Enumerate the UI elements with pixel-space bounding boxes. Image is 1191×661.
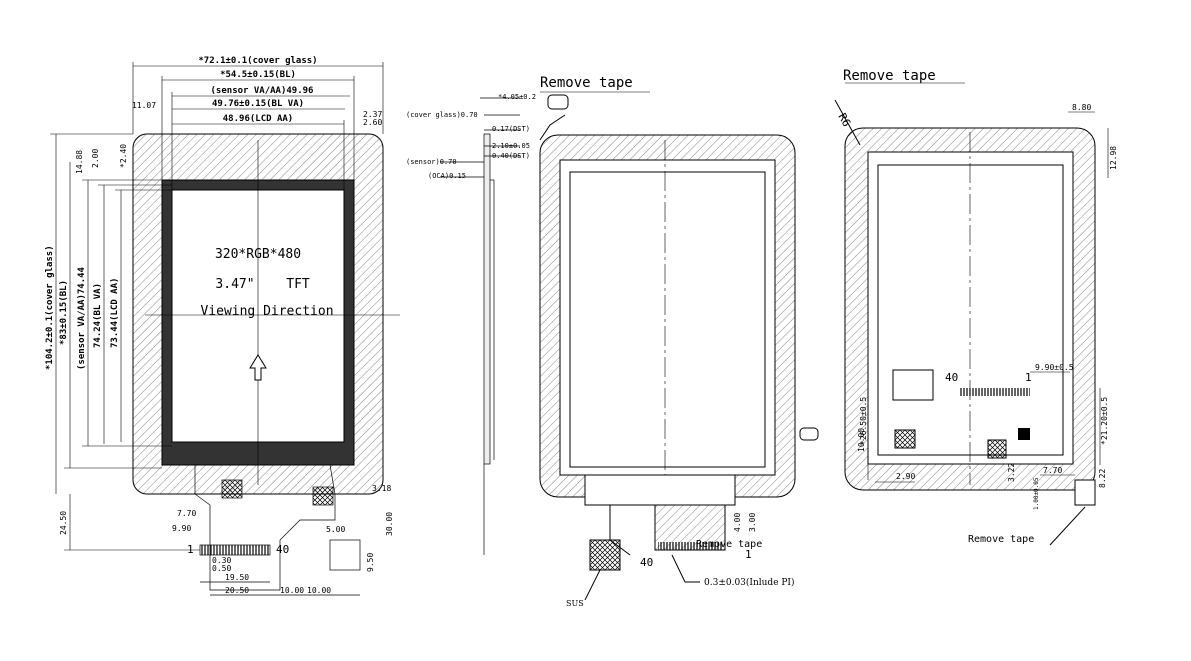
front-view: 320*RGB*480 3.47" TFT Viewing Direction …	[45, 56, 400, 596]
back2-dim-9-90: 9.90±0.5	[1035, 363, 1074, 372]
back2-dim-21-20: *21.20±0.5	[1100, 397, 1109, 445]
r6-label: R6	[835, 111, 853, 129]
back2-dim-10-00: 10.00	[857, 428, 866, 452]
remove-tape-label-1: Remove tape	[540, 75, 633, 91]
side-view: *4.05±0.2 (cover glass)0.70 0.17(DST) 2.…	[406, 93, 536, 555]
back-view-2: Remove tape R6 8.80 12.98 40 1 9.90±0.5 …	[834, 68, 1118, 546]
dim-30-00: 30.00	[385, 512, 394, 536]
back2-pin-1: 1	[1025, 371, 1032, 384]
remove-tape-bottom: Remove tape	[968, 534, 1034, 545]
dim-3-18: 3.18	[372, 484, 391, 493]
side-oca: (OCA)0.15	[428, 172, 466, 180]
remove-tape-top: Remove tape	[843, 68, 936, 84]
dim-9-50: 9.50	[366, 553, 375, 572]
width-lcd-aa: 48.96(LCD AA)	[223, 114, 293, 124]
dim-10-00-b: 10.00	[307, 586, 331, 595]
side-sensor: (sensor)0.70	[406, 158, 457, 166]
back-view-1: Remove tape Remove tape 4.00 3.00 1 40 0…	[539, 75, 819, 608]
tape-tab-1	[539, 114, 566, 141]
right-offset-1: 2.37	[363, 110, 382, 119]
back2-dim-26-50: *26.50±0.5	[859, 397, 868, 445]
resolution-label: 320*RGB*480	[215, 247, 301, 262]
dim-20-50: 20.50	[225, 586, 249, 595]
right-offset-2: 2.60	[363, 118, 382, 127]
viewing-direction-label: Viewing Direction	[200, 304, 333, 319]
width-bl: *54.5±0.15(BL)	[220, 70, 296, 80]
width-cover-glass: *72.1±0.1(cover glass)	[198, 56, 317, 66]
top-offset-2: 2.00	[91, 149, 100, 168]
height-bl-va: 74.24(BL VA)	[93, 283, 103, 348]
side-cover-glass: (cover glass)0.70	[406, 111, 478, 119]
type-label: TFT	[286, 277, 310, 292]
dim-24-50: 24.50	[59, 511, 68, 535]
side-dst2: 0.40(DST)	[492, 152, 530, 160]
dim-10-00-a: 10.00	[280, 586, 304, 595]
side-total: *4.05±0.2	[498, 93, 536, 101]
front-pin-40: 40	[276, 543, 289, 556]
height-lcd-aa: 73.44(LCD AA)	[110, 278, 120, 348]
back1-pin-1: 1	[745, 548, 752, 561]
dim-7-70: 7.70	[177, 509, 196, 518]
back2-dim-2-90: 2.90	[896, 472, 915, 481]
hand-icon-1	[547, 94, 569, 110]
front-pin-1: 1	[187, 543, 194, 556]
back1-dim-3-00: 3.00	[748, 513, 757, 532]
sus-label: SUS	[566, 599, 584, 608]
back2-dim-3-22: 3.22	[1007, 463, 1016, 482]
back1-pin-40: 40	[640, 556, 653, 569]
back2-dim-1-00: 1.00±0.05	[1033, 477, 1040, 510]
pi-note: 0.3±0.03(Inlude PI)	[704, 577, 795, 588]
dim-19-50: 19.50	[225, 573, 249, 582]
height-bl: *83±0.15(BL)	[59, 280, 69, 345]
height-cover-glass: *104.2±0.1(cover glass)	[45, 245, 55, 370]
dim-0-50: 0.50	[212, 564, 231, 573]
viewing-direction-arrow-icon	[249, 354, 267, 381]
back2-dim-12-98: 12.98	[1109, 146, 1118, 170]
dim-9-90: 9.90	[172, 524, 191, 533]
left-offset: 11.07	[132, 101, 156, 110]
side-dst1: 0.17(DST)	[492, 125, 530, 133]
top-offset-3: *2.40	[119, 144, 128, 168]
dim-0-30: 0.30	[212, 556, 231, 565]
tape-label-bottom: Remove tape	[696, 539, 762, 550]
top-offset-1: 14.88	[75, 150, 84, 174]
width-sensor: (sensor VA/AA)49.96	[211, 86, 314, 96]
back2-dim-8-22: 8.22	[1098, 469, 1107, 488]
side-mid: 2.10±0.05	[492, 142, 530, 150]
dim-5-00: 5.00	[326, 525, 345, 534]
back1-dim-4-00: 4.00	[733, 513, 742, 532]
back2-dim-8-80: 8.80	[1072, 103, 1091, 112]
back2-dim-7-70: 7.70	[1043, 466, 1062, 475]
hand-icon-2	[799, 427, 819, 441]
back2-pin-40: 40	[945, 371, 958, 384]
height-sensor: (sensor VA/AA)74.44	[77, 266, 87, 370]
width-bl-va: 49.76±0.15(BL VA)	[212, 99, 304, 109]
size-label: 3.47"	[215, 277, 254, 292]
